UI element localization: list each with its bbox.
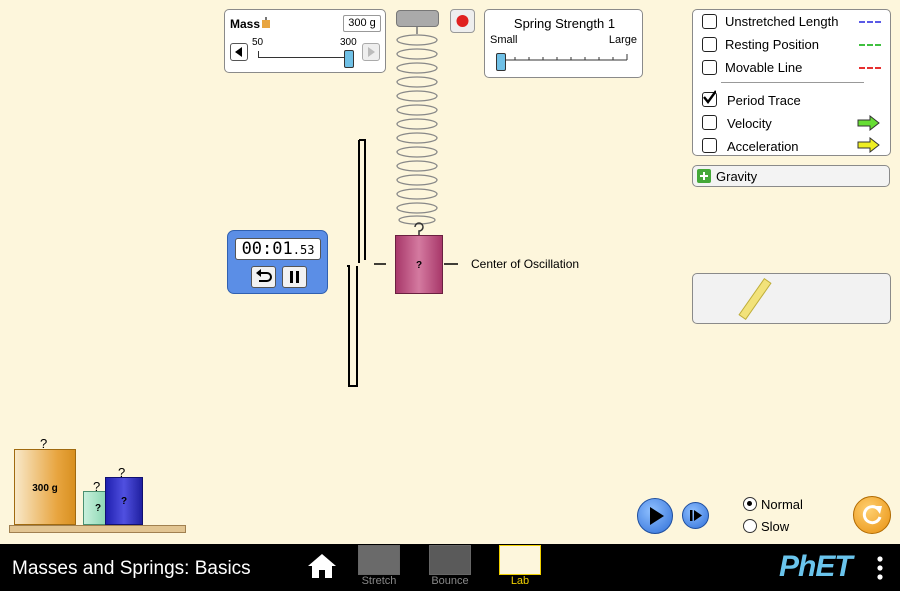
center-oscillation-line — [374, 263, 458, 265]
mass-blue[interactable]: ? — [105, 477, 143, 525]
mass-value-box: 300 g — [343, 15, 381, 32]
stopwatch-display: 00:01.53 — [235, 238, 321, 260]
spring-strength-panel: Spring Strength 1 Small Large — [484, 9, 643, 78]
kebab-menu-icon[interactable] — [874, 555, 886, 581]
velocity-label: Velocity — [727, 116, 772, 131]
resting-position-checkbox[interactable] — [702, 37, 717, 52]
speed-normal-radio[interactable] — [743, 497, 757, 511]
movable-line-label: Movable Line — [725, 60, 803, 75]
left-arrow-icon — [235, 47, 242, 57]
spring-hanger — [396, 10, 439, 27]
spring-strength-ticks — [500, 54, 628, 61]
mass-300g-label: 300 g — [32, 483, 58, 494]
unstretched-length-checkbox[interactable] — [702, 14, 717, 29]
velocity-arrow-icon — [857, 115, 880, 131]
spring-strength-thumb[interactable] — [496, 53, 506, 71]
acceleration-arrow-icon — [857, 137, 880, 153]
hanging-mass[interactable]: ? — [395, 235, 443, 294]
phet-logo[interactable]: PhET — [779, 550, 853, 583]
stop-spring-button[interactable] — [450, 9, 475, 33]
mass-slider-thumb[interactable] — [344, 50, 354, 68]
mass-300g[interactable]: 300 g — [14, 449, 76, 525]
mass-shelf — [9, 525, 186, 533]
weight-icon — [262, 15, 270, 28]
stopwatch[interactable]: 00:01.53 — [227, 230, 328, 294]
mass-blue-label: ? — [120, 496, 128, 507]
options-separator — [721, 82, 864, 83]
home-icon[interactable] — [306, 552, 338, 580]
navigation-bar: Masses and Springs: Basics Stretch Bounc… — [0, 544, 900, 591]
resting-position-line-icon — [859, 44, 881, 46]
speed-slow-radio[interactable] — [743, 519, 757, 533]
unstretched-length-line-icon — [859, 21, 881, 23]
sim-title: Masses and Springs: Basics — [12, 558, 251, 579]
mass-blue-hook-question: ? — [118, 465, 126, 480]
play-button[interactable] — [637, 498, 673, 534]
hanging-mass-label: ? — [415, 260, 423, 271]
mass-slider-track[interactable] — [258, 57, 350, 58]
period-trace-label: Period Trace — [727, 93, 801, 108]
unstretched-length-label: Unstretched Length — [725, 14, 839, 29]
expand-plus-icon[interactable] — [697, 169, 711, 183]
tab-bounce[interactable]: Bounce — [427, 545, 473, 587]
pause-icon — [290, 271, 299, 283]
step-forward-button[interactable] — [682, 502, 709, 529]
reset-all-button[interactable] — [853, 496, 891, 534]
stretch-thumbnail-icon — [358, 545, 400, 575]
mass-300g-hook-question: ? — [40, 436, 48, 451]
stopwatch-fraction: .53 — [292, 243, 315, 257]
mass-slider-tick-min — [258, 51, 259, 58]
stopwatch-reset-button[interactable] — [251, 266, 276, 288]
stop-icon — [456, 15, 469, 27]
tab-lab[interactable]: Lab — [497, 545, 543, 587]
checkmark-icon — [703, 90, 716, 104]
spring-coil[interactable] — [390, 26, 450, 231]
resting-position-label: Resting Position — [725, 37, 819, 52]
velocity-checkbox[interactable] — [702, 115, 717, 130]
spring-strength-title: Spring Strength 1 — [513, 16, 616, 31]
lab-thumbnail-icon — [499, 545, 541, 575]
ruler-icon[interactable] — [733, 278, 778, 320]
spring-large-label: Large — [608, 34, 637, 46]
period-trace-checkbox[interactable] — [702, 90, 717, 107]
acceleration-checkbox[interactable] — [702, 138, 717, 153]
movable-line-line-icon — [859, 67, 881, 69]
stopwatch-pause-button[interactable] — [282, 266, 307, 288]
tab-stretch-label: Stretch — [361, 575, 397, 587]
gravity-accordion[interactable]: Gravity — [692, 165, 890, 187]
reset-icon — [256, 269, 272, 282]
stopwatch-time: 00:01 — [241, 239, 293, 259]
mass-value: 300 g — [348, 17, 376, 29]
speed-normal-label: Normal — [761, 497, 803, 512]
mass-decrease-button[interactable] — [230, 43, 248, 61]
mass-green-hook-question: ? — [93, 479, 101, 494]
mass-label: Mass — [230, 17, 261, 31]
center-oscillation-label: Center of Oscillation — [471, 257, 580, 271]
movable-line-checkbox[interactable] — [702, 60, 717, 75]
speed-slow-label: Slow — [761, 519, 790, 534]
visibility-options-panel: Unstretched Length Resting Position Mova… — [692, 9, 891, 156]
mass-increase-button[interactable] — [362, 43, 380, 61]
reset-all-icon — [862, 505, 882, 525]
toolbox-panel — [692, 273, 891, 324]
step-forward-icon — [690, 510, 702, 521]
spring-small-label: Small — [490, 34, 518, 46]
acceleration-label: Acceleration — [727, 139, 799, 154]
mass-min-label: 50 — [252, 37, 264, 48]
play-icon — [650, 507, 664, 525]
tab-stretch[interactable]: Stretch — [356, 545, 402, 587]
right-arrow-icon — [368, 47, 375, 57]
mass-hook-icon — [414, 222, 424, 236]
gravity-label: Gravity — [716, 169, 758, 184]
tab-bounce-label: Bounce — [431, 575, 469, 587]
mass-panel: Mass 300 g 50 300 — [224, 9, 386, 73]
bounce-thumbnail-icon — [429, 545, 471, 575]
tab-lab-label: Lab — [510, 575, 530, 587]
mass-green-label: ? — [94, 503, 102, 514]
mass-max-label: 300 — [340, 37, 357, 48]
period-trace — [347, 139, 366, 387]
